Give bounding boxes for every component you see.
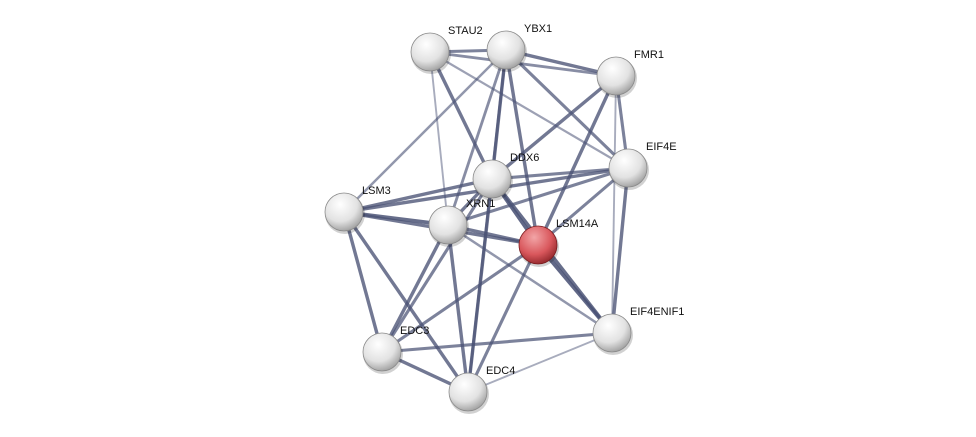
node-sphere[interactable] — [518, 225, 558, 265]
node-label: EDC3 — [400, 325, 429, 337]
edge-eif4e-lsm14a[interactable] — [536, 166, 630, 247]
node-ybx1[interactable]: YBX1 — [486, 23, 552, 72]
node-sphere[interactable] — [472, 159, 512, 199]
node-label: FMR1 — [634, 49, 664, 61]
node-stau2[interactable]: STAU2 — [410, 25, 483, 74]
edge-eif4e-eif4enif1[interactable] — [610, 167, 630, 334]
edge-ybx1-lsm14a[interactable] — [504, 49, 540, 246]
edge-xrn1-edc3[interactable] — [380, 224, 450, 353]
edge-ybx1-eif4e[interactable] — [504, 48, 630, 170]
node-label: EIF4E — [646, 141, 677, 153]
node-eif4enif1[interactable]: EIF4ENIF1 — [592, 306, 684, 355]
edge-xrn1-edc4[interactable] — [446, 224, 470, 393]
edge-stau2-fmr1[interactable] — [429, 50, 617, 78]
node-label: YBX1 — [524, 23, 552, 35]
node-label: EDC4 — [486, 365, 515, 377]
edge-ddx6-lsm3[interactable] — [343, 177, 493, 214]
edge-ddx6-edc3[interactable] — [380, 178, 494, 353]
edge-lsm14a-edc4[interactable] — [466, 244, 540, 393]
edge-fmr1-lsm14a[interactable] — [536, 75, 618, 246]
node-sphere[interactable] — [608, 148, 648, 188]
edge-stau2-eif4e[interactable] — [429, 51, 629, 169]
edge-ybx1-lsm3[interactable] — [343, 49, 507, 213]
node-sphere[interactable] — [448, 372, 488, 412]
edge-fmr1-ddx6[interactable] — [490, 74, 618, 181]
node-label: LSM14A — [556, 218, 599, 230]
node-fmr1[interactable]: FMR1 — [596, 49, 664, 98]
node-label: LSM3 — [362, 185, 391, 197]
node-edc3[interactable]: EDC3 — [362, 325, 429, 374]
node-sphere[interactable] — [486, 30, 526, 70]
node-edc4[interactable]: EDC4 — [448, 365, 515, 414]
node-sphere[interactable] — [428, 205, 468, 245]
edge-stau2-ddx6[interactable] — [428, 51, 494, 180]
edge-edc3-eif4enif1[interactable] — [381, 331, 613, 354]
node-sphere[interactable] — [410, 32, 450, 72]
edge-edc4-eif4enif1[interactable] — [467, 332, 613, 393]
edge-lsm3-edc3[interactable] — [342, 211, 384, 353]
node-sphere[interactable] — [362, 332, 402, 372]
node-sphere[interactable] — [324, 192, 364, 232]
node-label: DDX6 — [510, 152, 539, 164]
node-lsm3[interactable]: LSM3 — [324, 185, 391, 234]
edge-xrn1-eif4enif1[interactable] — [447, 223, 613, 335]
node-label: XRN1 — [466, 198, 495, 210]
node-eif4e[interactable]: EIF4E — [608, 141, 677, 190]
node-ddx6[interactable]: DDX6 — [472, 152, 539, 201]
node-label: STAU2 — [448, 25, 483, 37]
node-xrn1[interactable]: XRN1 — [428, 198, 495, 247]
edge-lsm14a-edc3[interactable] — [381, 243, 539, 354]
edge-fmr1-eif4enif1[interactable] — [611, 75, 617, 334]
node-sphere[interactable] — [596, 56, 636, 96]
node-lsm14a[interactable]: LSM14A — [518, 218, 599, 267]
node-sphere[interactable] — [592, 313, 632, 353]
node-label: EIF4ENIF1 — [630, 306, 684, 318]
edge-eif4e-xrn1[interactable] — [447, 166, 629, 227]
edge-lsm3-edc4[interactable] — [342, 211, 470, 393]
